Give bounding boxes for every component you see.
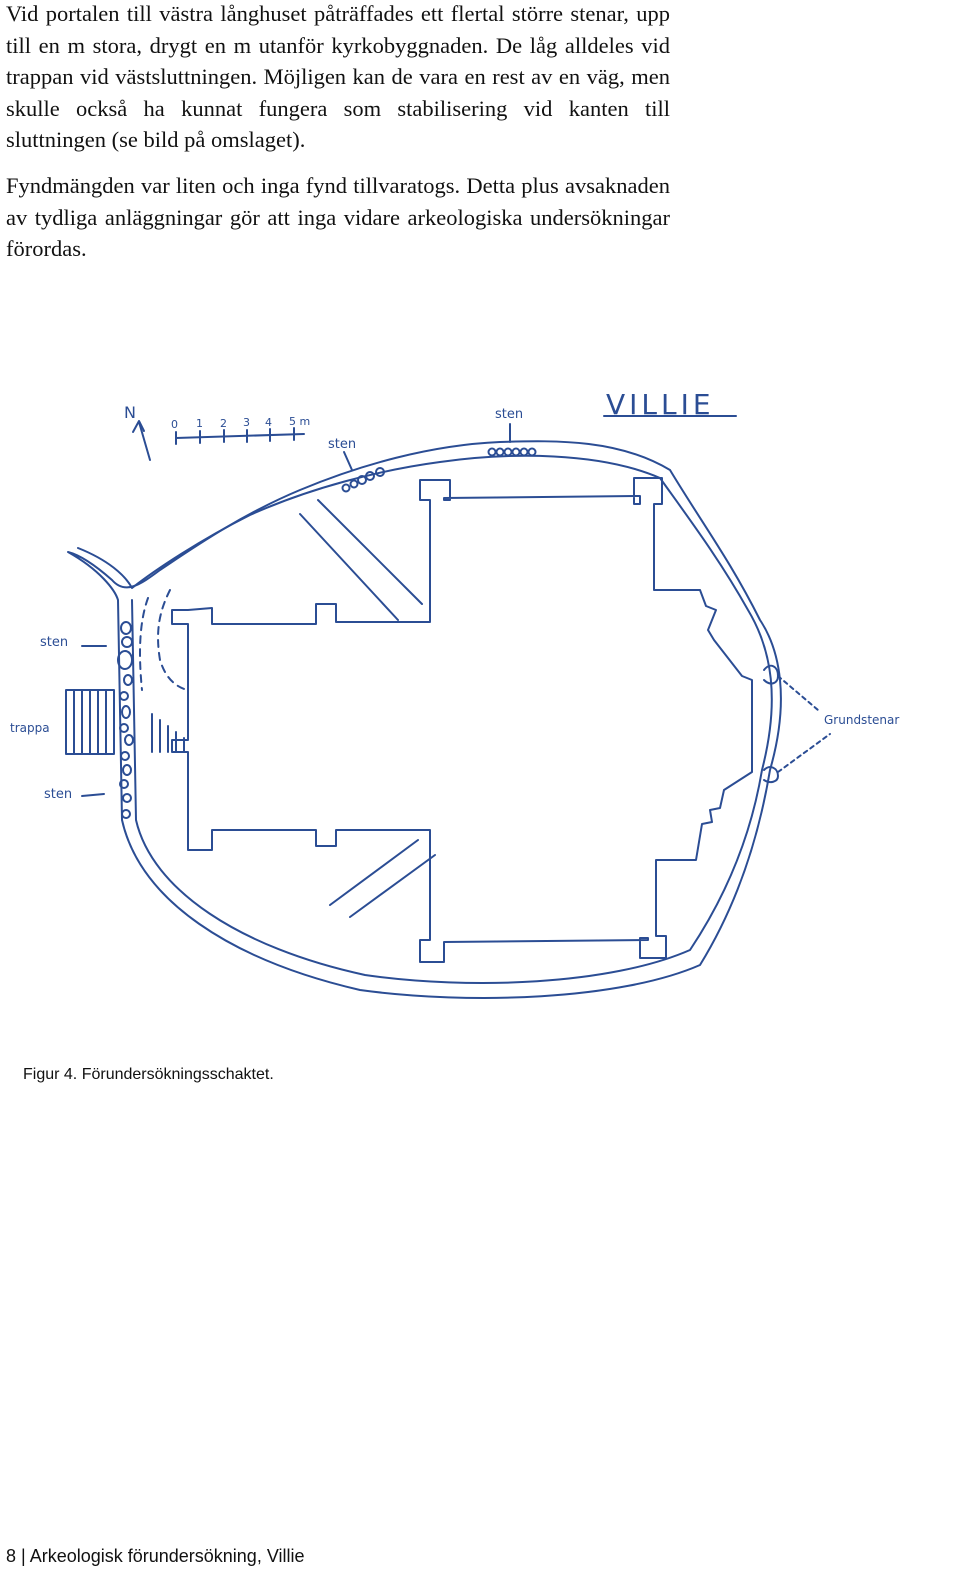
north-arrow-icon: N bbox=[124, 403, 151, 461]
label-sten-left-lower: sten bbox=[44, 787, 72, 802]
trench-outline bbox=[67, 440, 782, 999]
stones-west bbox=[117, 621, 134, 819]
leader-sten-left-lower bbox=[81, 793, 105, 797]
diagonal-trench-south bbox=[329, 839, 436, 918]
stairs-drawing bbox=[65, 689, 115, 755]
leader-sten-upper bbox=[343, 451, 353, 471]
diagonal-trench-north bbox=[299, 499, 423, 621]
scale-tick-1: 1 bbox=[196, 417, 203, 430]
figure-caption: Figur 4. Förundersökningsschaktet. bbox=[23, 1066, 274, 1083]
north-label: N bbox=[124, 403, 136, 422]
label-sten-upper: sten bbox=[328, 437, 356, 452]
body-paragraph-1: Vid portalen till västra långhuset påträ… bbox=[6, 1, 670, 152]
scale-bar: 0 1 2 3 4 5 m bbox=[171, 415, 310, 445]
hatched-area bbox=[151, 713, 185, 753]
scale-tick-3: 3 bbox=[243, 416, 250, 429]
foundation-stones-east bbox=[763, 664, 831, 784]
scale-tick-4: 4 bbox=[265, 416, 272, 429]
excavation-plan-drawing: VILLIE N 0 1 2 3 4 5 m bbox=[10, 388, 899, 999]
scale-tick-5: 5 m bbox=[289, 415, 310, 428]
stones-north bbox=[341, 447, 537, 493]
page-footer: 8 | Arkeologisk förundersökning, Villie bbox=[6, 1546, 305, 1566]
body-paragraph-2: Fyndmängden var liten och inga fynd till… bbox=[6, 173, 670, 261]
scale-tick-2: 2 bbox=[220, 417, 227, 430]
scale-tick-0: 0 bbox=[171, 418, 178, 431]
dashed-feature-line bbox=[157, 589, 189, 691]
label-trappa: trappa bbox=[10, 721, 50, 735]
label-grundstenar: Grundstenar bbox=[824, 713, 899, 727]
label-sten-left-upper: sten bbox=[40, 635, 68, 650]
church-foundation-outline bbox=[171, 477, 753, 963]
label-sten-top: sten bbox=[495, 407, 523, 422]
